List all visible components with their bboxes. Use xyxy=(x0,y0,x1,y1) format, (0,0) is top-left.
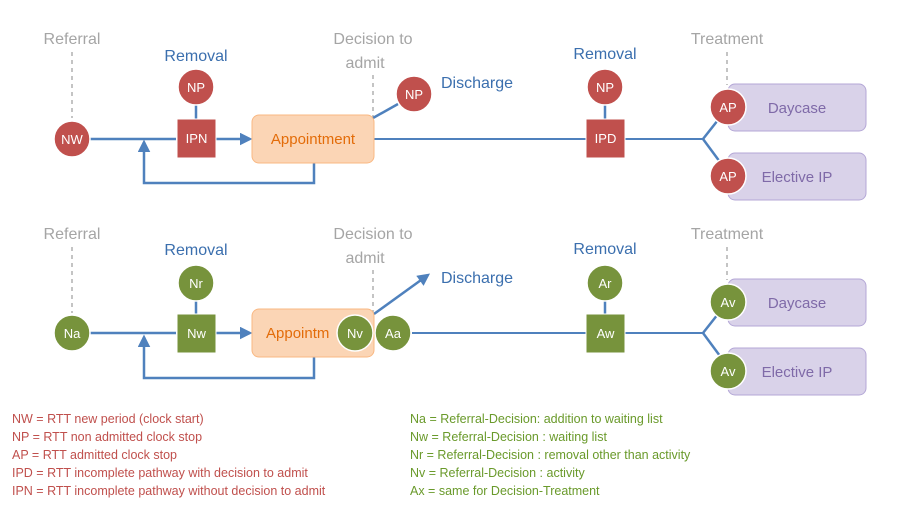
loop-back-arrow xyxy=(137,334,316,380)
box-waiting-list-right xyxy=(585,313,626,354)
legend-waiting-list-codes: Na = Referral-Decision: addition to wait… xyxy=(410,410,690,500)
bottom-pathway: Referral Decision to admit Treatment Rem… xyxy=(44,226,867,396)
branch-elective xyxy=(701,332,722,357)
node-label: NP xyxy=(405,87,423,102)
node-removal-right xyxy=(586,68,624,106)
node-label: AP xyxy=(719,100,736,115)
removal-label-left: Removal xyxy=(164,48,227,65)
top-pathway: Referral Decision to admit Treatment Rem… xyxy=(44,31,867,201)
node-label: Na xyxy=(64,326,81,341)
box-incomplete-decision xyxy=(585,118,626,159)
box-incomplete-no-decision xyxy=(176,118,217,159)
node-label: AP xyxy=(719,169,736,184)
loop-back-arrow xyxy=(137,139,316,185)
node-label: NP xyxy=(187,80,205,95)
legend-item: Nw = Referral-Decision : waiting list xyxy=(410,430,607,444)
node-label: Nr xyxy=(189,276,203,291)
removal-label-right: Removal xyxy=(573,46,636,63)
appointment-box xyxy=(251,114,375,164)
node-discharge xyxy=(395,75,433,113)
legend-item: Na = Referral-Decision: addition to wait… xyxy=(410,412,663,426)
node-label: Aa xyxy=(385,326,402,341)
node-label: NW xyxy=(61,132,83,147)
node-addition-referral xyxy=(53,314,91,352)
stage-label-decision-2: admit xyxy=(345,250,385,267)
box-waiting-list-left xyxy=(176,313,217,354)
legend-item: IPN = RTT incomplete pathway without dec… xyxy=(12,484,326,498)
discharge-label: Discharge xyxy=(441,75,513,92)
discharge-connector xyxy=(372,102,399,120)
legend-item: AP = RTT admitted clock stop xyxy=(12,448,178,462)
appointment-label: Appointm xyxy=(266,325,329,342)
legend-item: NP = RTT non admitted clock stop xyxy=(12,430,203,444)
node-label: NP xyxy=(596,80,614,95)
branch-daycase xyxy=(702,119,719,140)
removal-label-left: Removal xyxy=(164,242,227,259)
node-activity xyxy=(336,314,374,352)
node-removal-left xyxy=(177,68,215,106)
node-label: Ar xyxy=(599,276,613,291)
branch-elective xyxy=(701,138,722,163)
legend-item: Nv = Referral-Decision : activity xyxy=(410,466,585,480)
legend-item: Ax = same for Decision-Treatment xyxy=(410,484,600,498)
node-removal-left xyxy=(177,264,215,302)
discharge-arrow xyxy=(373,273,431,316)
daycase-label: Daycase xyxy=(768,295,826,312)
node-label: Nv xyxy=(347,326,363,341)
node-label: Av xyxy=(721,295,736,310)
stage-label-decision: Decision to xyxy=(333,226,412,243)
node-addition-decision xyxy=(374,314,412,352)
stage-label-decision: Decision to xyxy=(333,31,412,48)
legend-item: NW = RTT new period (clock start) xyxy=(12,412,204,426)
node-elective xyxy=(709,352,747,390)
stage-label-referral: Referral xyxy=(44,226,101,243)
node-daycase xyxy=(709,88,747,126)
elective-ip-label: Elective IP xyxy=(762,169,833,186)
node-label: IPD xyxy=(595,131,617,146)
node-daycase xyxy=(709,283,747,321)
discharge-label: Discharge xyxy=(441,270,513,287)
elective-ip-label: Elective IP xyxy=(762,364,833,381)
node-clock-start xyxy=(53,120,91,158)
branch-daycase xyxy=(702,313,719,334)
appointment-label: Appointment xyxy=(271,131,356,148)
node-elective xyxy=(709,157,747,195)
stage-label-referral: Referral xyxy=(44,31,101,48)
stage-label-treatment: Treatment xyxy=(691,31,764,48)
node-label: IPN xyxy=(186,131,208,146)
node-label: Aw xyxy=(597,326,615,341)
stage-label-decision-2: admit xyxy=(345,55,385,72)
removal-label-right: Removal xyxy=(573,241,636,258)
node-label: Nw xyxy=(187,326,206,341)
legend-item: IPD = RTT incomplete pathway with decisi… xyxy=(12,466,308,480)
legend-rtt-codes: NW = RTT new period (clock start) NP = R… xyxy=(12,410,325,500)
legend-item: Nr = Referral-Decision : removal other t… xyxy=(410,448,691,462)
daycase-label: Daycase xyxy=(768,100,826,117)
stage-label-treatment: Treatment xyxy=(691,226,764,243)
node-label: Av xyxy=(721,364,736,379)
node-removal-right xyxy=(586,264,624,302)
